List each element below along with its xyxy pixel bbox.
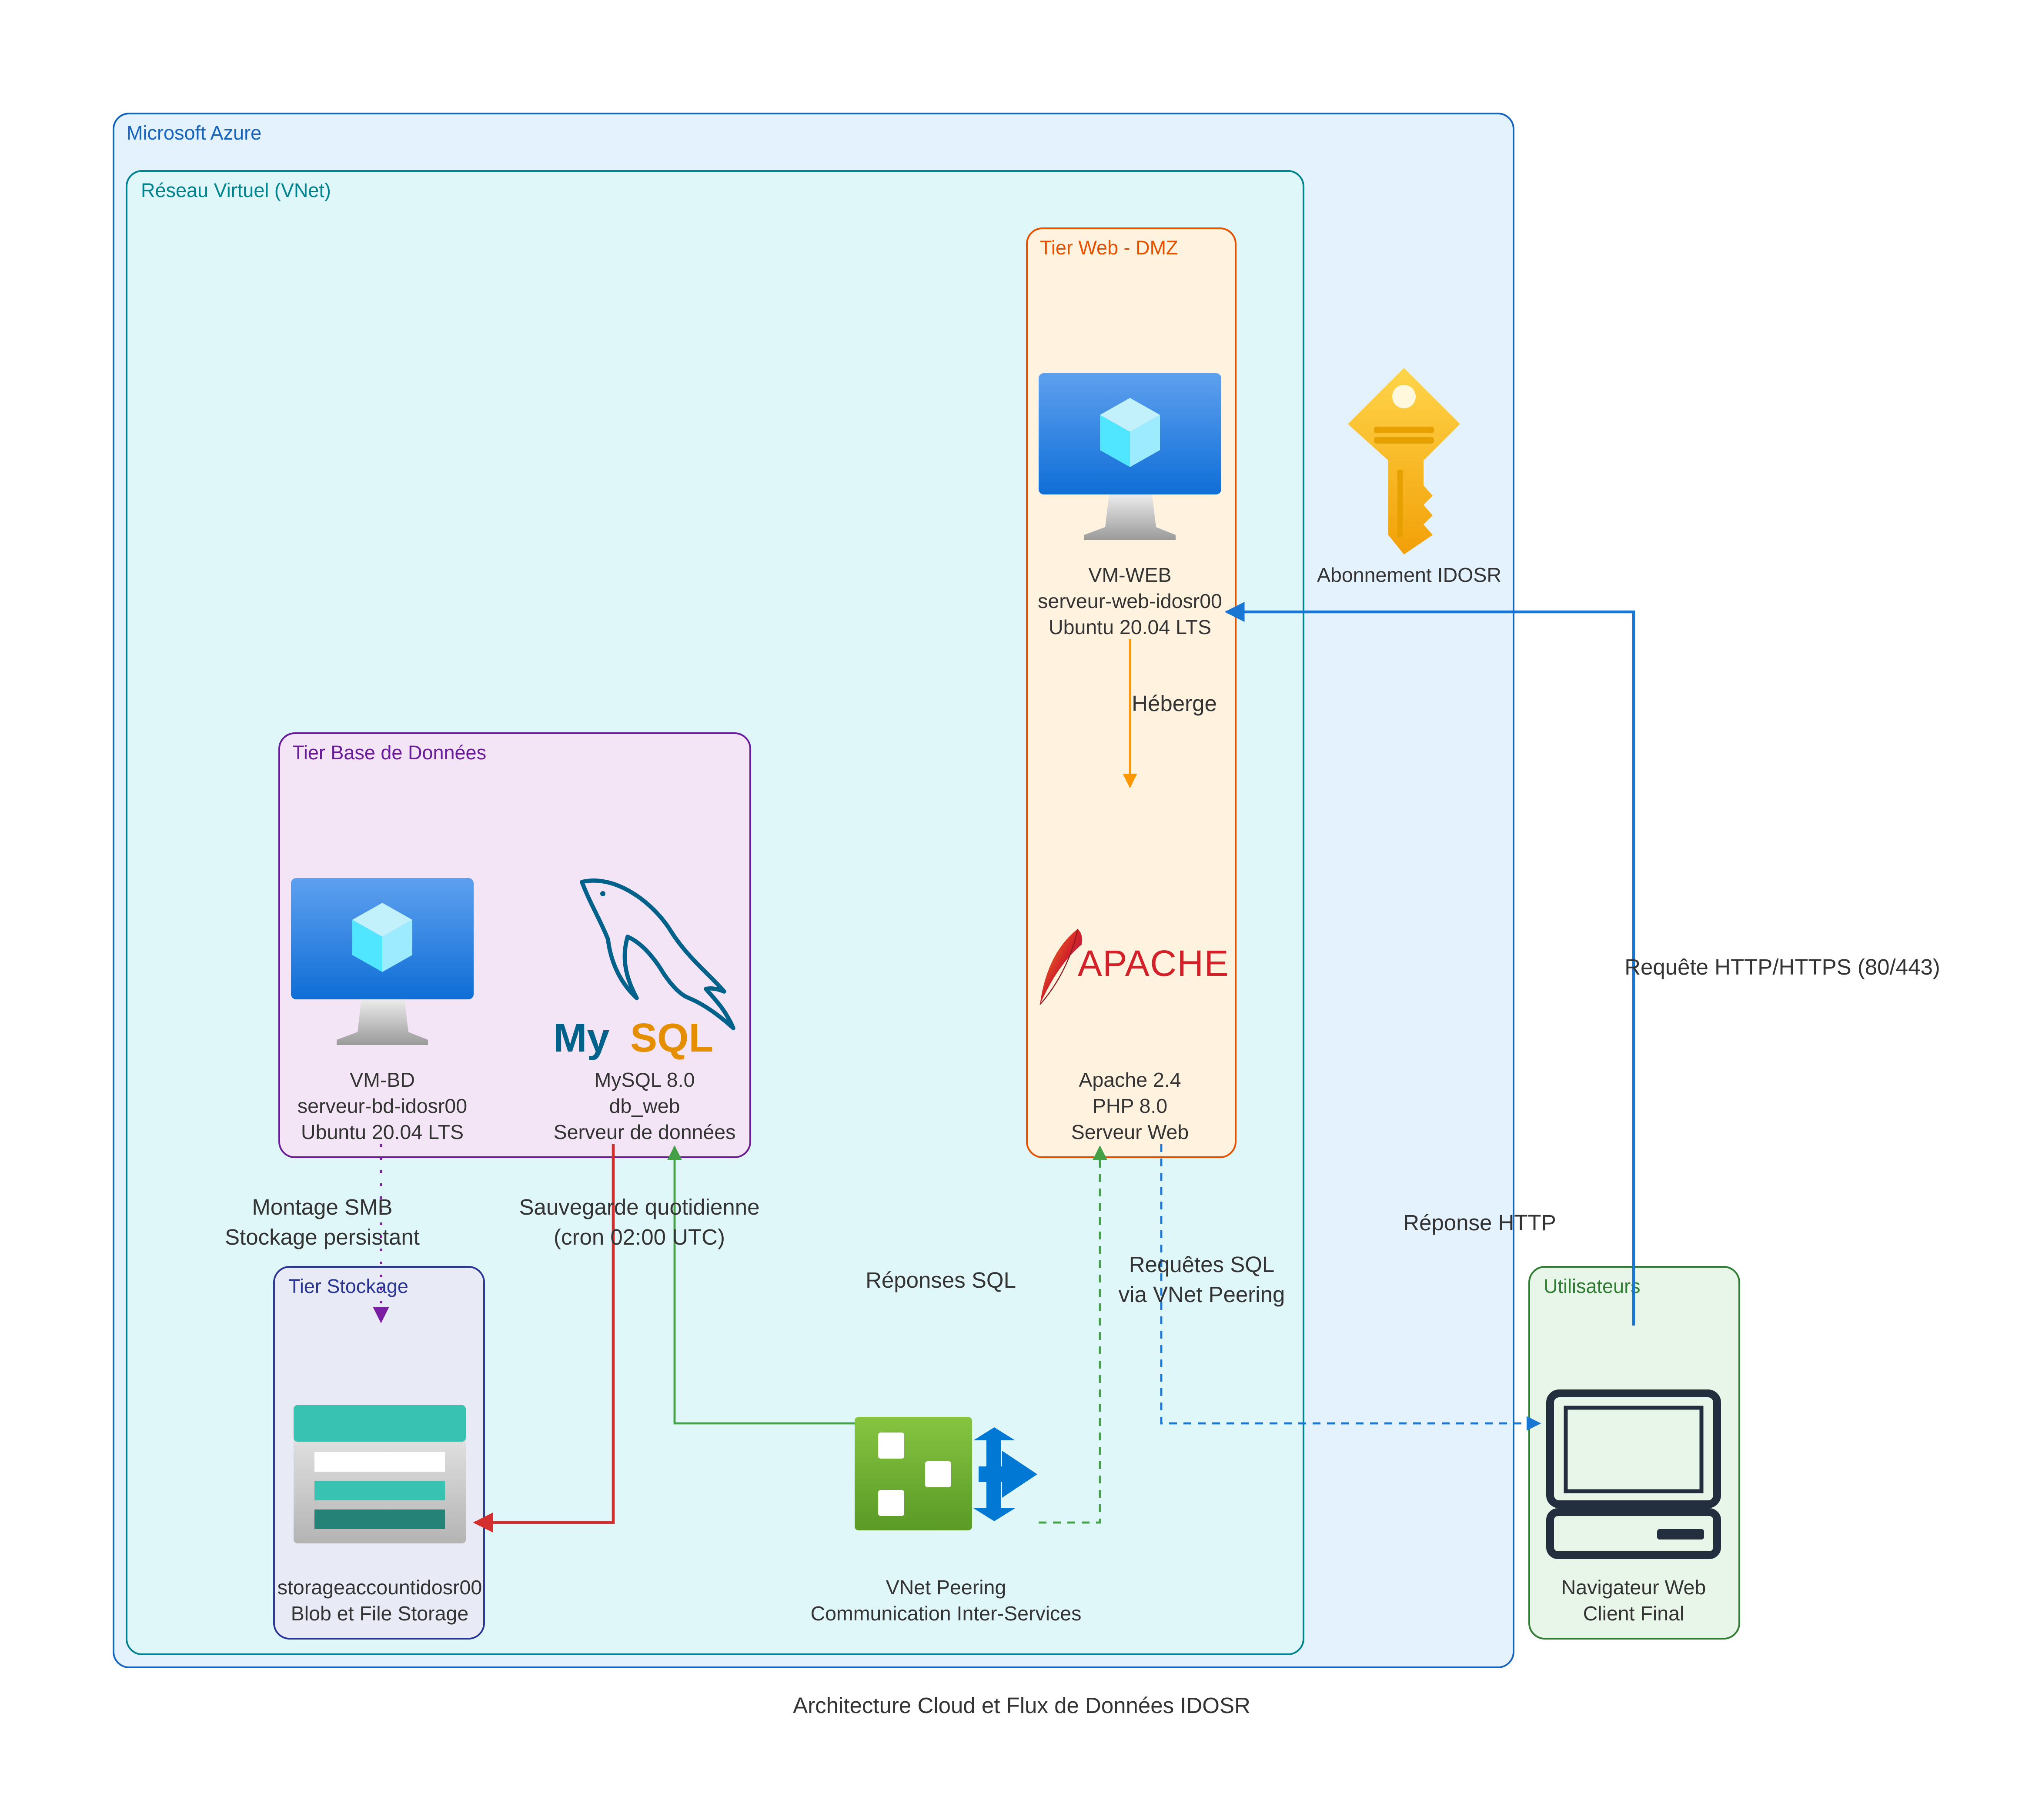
apache-label-line1: Apache 2.4 — [1079, 1069, 1181, 1091]
mysql-dolphin-icon — [580, 878, 735, 1030]
edge-http-request — [1224, 601, 1635, 1326]
diagram-title: Architecture Cloud et Flux de Données ID… — [793, 1693, 1250, 1718]
vm-bd-label-line2: serveur-bd-idosr00 — [297, 1095, 467, 1117]
edge-label-backup-line2: (cron 02:00 UTC) — [554, 1225, 725, 1249]
cluster-db-tier-label: Tier Base de Données — [292, 741, 486, 764]
vm-web-label-line2: serveur-web-idosr00 — [1038, 590, 1222, 612]
mysql-label-line3: Serveur de données — [554, 1121, 736, 1143]
virtual-machine-icon — [1039, 373, 1221, 540]
edge-label-backup-line1: Sauvegarde quotidienne — [519, 1195, 760, 1219]
storage-label-line1: storageaccountidosr00 — [277, 1576, 482, 1599]
apache-label-line3: Serveur Web — [1071, 1121, 1189, 1143]
node-vm-bd: VM-BD serveur-bd-idosr00 Ubuntu 20.04 LT… — [291, 878, 474, 1143]
edge-label-http-response: Réponse HTTP — [1403, 1210, 1556, 1235]
vm-bd-label-line3: Ubuntu 20.04 LTS — [301, 1121, 464, 1143]
vm-web-label-line1: VM-WEB — [1088, 564, 1171, 586]
edge-backup — [473, 1144, 615, 1533]
cluster-db-tier: Tier Base de Données — [278, 732, 751, 1158]
node-subscription: Abonnement IDOSR — [1317, 368, 1501, 586]
node-peering: VNet Peering Communication Inter-Service… — [811, 1417, 1082, 1625]
apache-feather-icon — [1039, 928, 1083, 1005]
vm-bd-label-line1: VM-BD — [350, 1069, 415, 1091]
vm-web-label-line3: Ubuntu 20.04 LTS — [1049, 616, 1211, 638]
subscription-label: Abonnement IDOSR — [1317, 564, 1501, 586]
cluster-web-tier-label: Tier Web - DMZ — [1040, 237, 1178, 259]
key-icon — [1348, 368, 1460, 554]
mysql-label-line1: MySQL 8.0 — [595, 1069, 695, 1091]
edge-label-sql-requests-line1: Requêtes SQL — [1129, 1252, 1275, 1277]
computer-icon — [1546, 1389, 1721, 1559]
apache-logo-text: APACHE — [1078, 943, 1229, 984]
mysql-logo-sql: SQL — [630, 1015, 713, 1060]
browser-label-line1: Navigateur Web — [1561, 1576, 1706, 1599]
node-storage: storageaccountidosr00 Blob et File Stora… — [277, 1405, 482, 1625]
cluster-azure-label: Microsoft Azure — [127, 122, 261, 144]
virtual-machine-icon — [291, 878, 474, 1045]
edge-label-sql-responses: Réponses SQL — [866, 1268, 1016, 1292]
edge-peering-to-apache — [1039, 1145, 1107, 1524]
peering-label-line2: Communication Inter-Services — [811, 1602, 1082, 1625]
edge-sql-requests — [1160, 1144, 1541, 1431]
mysql-logo-my: My — [553, 1015, 609, 1060]
mysql-label-line2: db_web — [609, 1095, 680, 1117]
node-apache: APACHE Apache 2.4 PHP 8.0 Serveur Web — [1039, 928, 1229, 1143]
cluster-users-label: Utilisateurs — [1544, 1275, 1641, 1297]
node-vm-web: VM-WEB serveur-web-idosr00 Ubuntu 20.04 … — [1038, 373, 1222, 638]
storage-label-line2: Blob et File Storage — [291, 1602, 468, 1625]
cluster-vnet-label: Réseau Virtuel (VNet) — [141, 179, 331, 201]
storage-account-icon — [294, 1405, 466, 1543]
peering-label-line1: VNet Peering — [886, 1576, 1006, 1599]
edge-label-sql-requests-line2: via VNet Peering — [1119, 1282, 1285, 1307]
edge-sql-responses — [667, 1145, 855, 1425]
browser-label-line2: Client Final — [1583, 1602, 1684, 1625]
edge-label-smb-line2: Stockage persistant — [225, 1225, 420, 1249]
edge-label-smb-line1: Montage SMB — [252, 1195, 392, 1219]
node-browser: Navigateur Web Client Final — [1546, 1389, 1721, 1625]
edge-label-http-request: Requête HTTP/HTTPS (80/443) — [1624, 955, 1940, 979]
edge-label-heberge: Héberge — [1132, 691, 1217, 716]
apache-label-line2: PHP 8.0 — [1093, 1095, 1167, 1117]
vnet-peering-icon — [855, 1417, 1037, 1530]
node-mysql: My SQL MySQL 8.0 db_web Serveur de donné… — [553, 878, 736, 1143]
cluster-storage-tier-label: Tier Stockage — [288, 1275, 408, 1297]
